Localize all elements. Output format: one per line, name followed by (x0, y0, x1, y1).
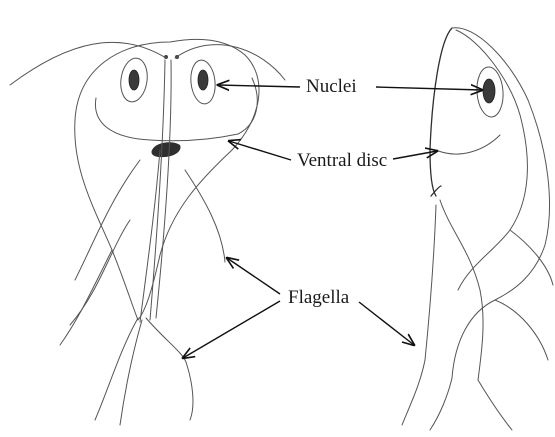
arrow-flagella-lower (183, 301, 280, 358)
front-flagellum-posterior-right (146, 318, 193, 420)
arrow-nuclei-left (218, 85, 300, 87)
label-nuclei: Nuclei (303, 76, 360, 98)
annotation-arrows (183, 85, 482, 358)
side-flagellum-4 (495, 300, 548, 360)
arrow-flagella-upper (227, 258, 280, 294)
label-ventral-disc: Ventral disc (294, 150, 390, 172)
front-nucleus-right (198, 70, 208, 90)
front-flagellum-posterior-left (95, 318, 138, 420)
arrow-flagella-right (359, 302, 414, 345)
side-flagellum-1 (478, 380, 512, 430)
side-flagellum-3 (402, 360, 425, 425)
label-flagella: Flagella (285, 287, 352, 309)
front-flagellum-lateral-right (185, 170, 225, 262)
side-nucleus (483, 79, 495, 103)
front-view-organism (10, 39, 285, 425)
front-nucleus-left (129, 70, 139, 90)
side-body-outline (430, 28, 452, 196)
side-flagellum-2 (430, 378, 452, 430)
front-median-body (151, 142, 180, 157)
arrow-ventral-left (229, 141, 291, 160)
arrow-nuclei-right (376, 87, 482, 90)
front-flagellum-posterior-mid (120, 320, 142, 425)
front-disc-outline (95, 78, 257, 141)
front-body-outline (75, 39, 259, 320)
